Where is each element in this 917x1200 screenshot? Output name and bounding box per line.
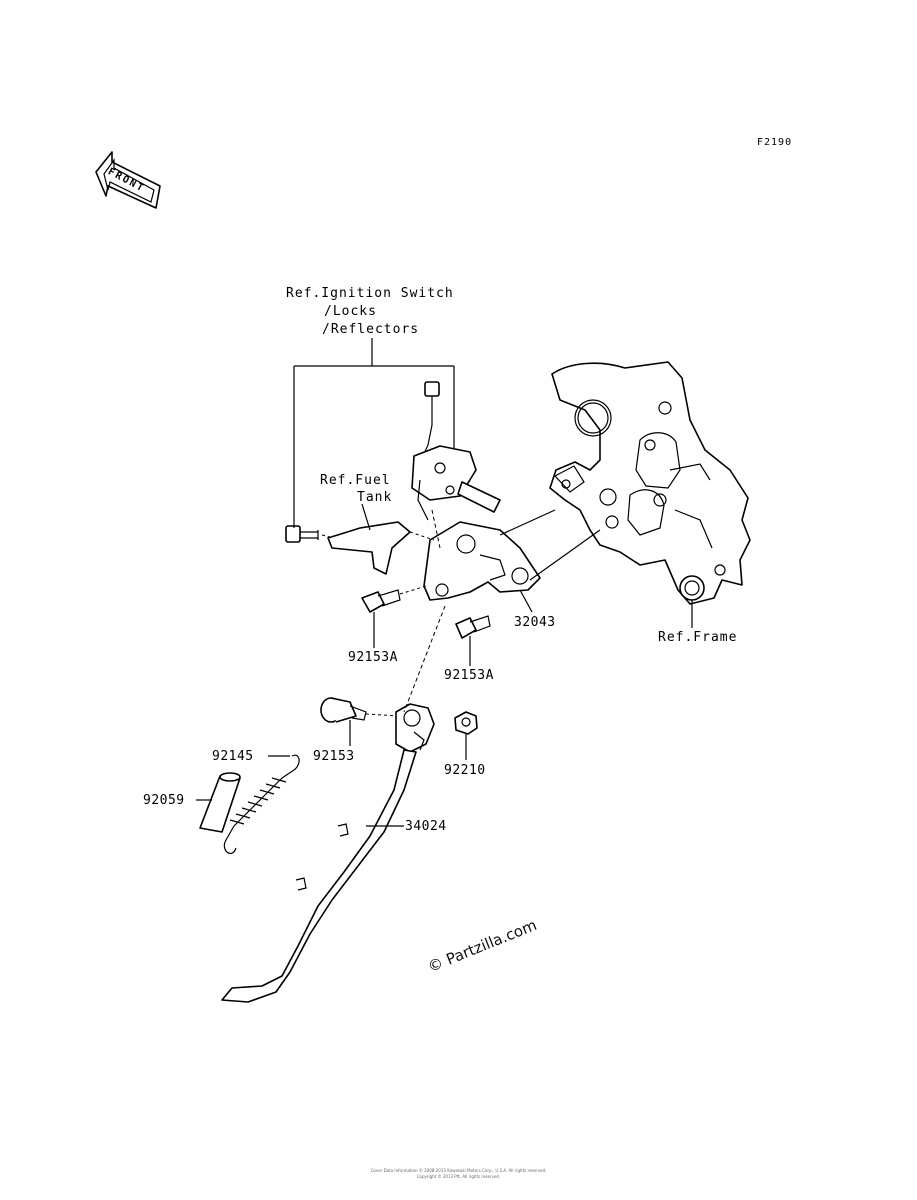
bracket-32043-drawing [423, 521, 541, 601]
leader-lines [196, 338, 693, 827]
fuel-tank-bracket-drawing [285, 521, 411, 575]
figure-code: F2190 [757, 137, 793, 148]
front-arrow-icon [95, 151, 161, 209]
bolt-92153a-right-drawing [455, 615, 491, 639]
ref-locks-label: /Locks [324, 304, 377, 319]
pivot-bolt-92153-drawing [320, 697, 399, 723]
part-number-34024[interactable]: 34024 [405, 819, 447, 834]
collar-92059-drawing [199, 772, 241, 833]
footer-copyright-line1: Cover Data Information © 2008-2013 Kawas… [370, 1168, 547, 1173]
part-number-32043[interactable]: 32043 [514, 615, 556, 630]
spring-92145-drawing [223, 754, 300, 854]
ref-fuel-label: Ref.Fuel [320, 473, 391, 488]
part-number-92153a-right[interactable]: 92153A [444, 668, 494, 683]
part-number-92210[interactable]: 92210 [444, 763, 486, 778]
bolt-92153a-left-drawing [361, 585, 427, 613]
part-number-92153[interactable]: 92153 [313, 749, 355, 764]
part-number-92145[interactable]: 92145 [212, 749, 254, 764]
footer-copyright-line2: Copyright © 2013 Ptt. All rights reserve… [416, 1174, 501, 1179]
nut-92210-drawing [454, 711, 478, 735]
ref-tank-label: Tank [357, 490, 393, 505]
assembly-lines [403, 509, 601, 713]
frame-drawing [549, 361, 751, 605]
side-stand-34024-drawing [221, 703, 435, 1003]
part-number-92153a-left[interactable]: 92153A [348, 650, 398, 665]
ref-reflectors-label: /Reflectors [322, 322, 420, 337]
ref-frame-label: Ref.Frame [658, 630, 738, 645]
part-number-92059[interactable]: 92059 [143, 793, 185, 808]
sidestand-switch-drawing [411, 381, 501, 521]
ref-ignition-switch-label: Ref.Ignition Switch [286, 286, 454, 301]
